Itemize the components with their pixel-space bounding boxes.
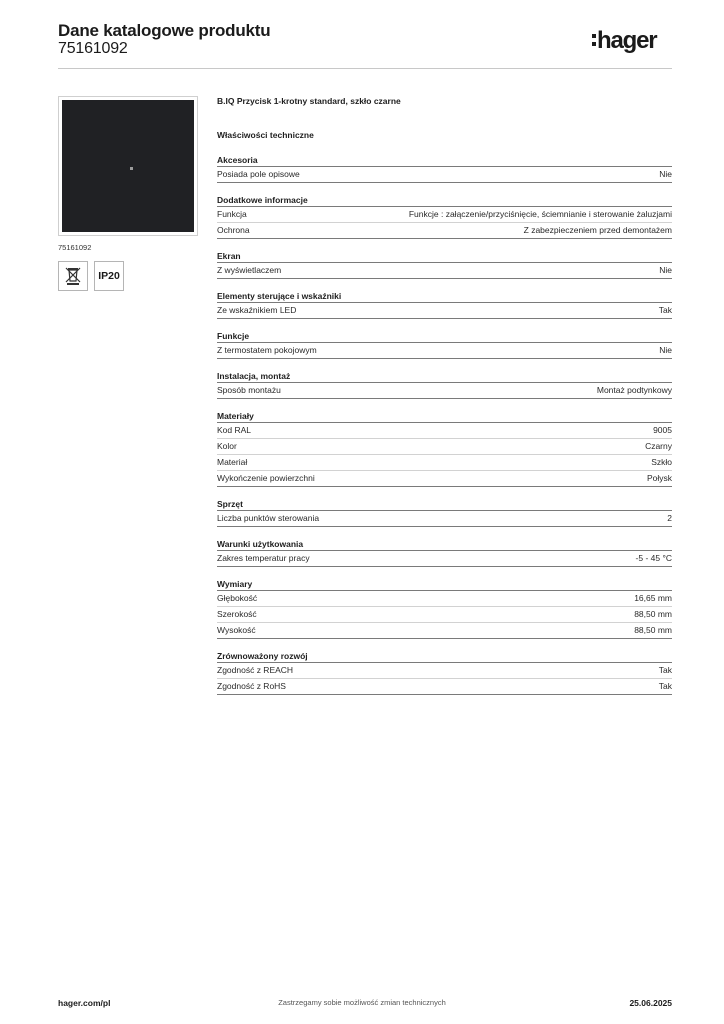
weee-crossed-bin-icon bbox=[58, 261, 88, 291]
spec-label: Ze wskaźnikiem LED bbox=[217, 305, 297, 315]
ip-rating-text: IP20 bbox=[98, 270, 120, 282]
properties-title: Właściwości techniczne bbox=[217, 130, 314, 140]
footer-notice: Zastrzegamy sobie możliwość zmian techni… bbox=[278, 998, 446, 1007]
product-image bbox=[62, 100, 194, 232]
spec-row: Funkcja Funkcje : załączenie/przyciśnięci… bbox=[217, 207, 672, 223]
section-title: Elementy sterujące i wskaźniki bbox=[217, 290, 672, 303]
spec-label: Funkcja bbox=[217, 209, 247, 219]
spec-value: Szkło bbox=[651, 457, 672, 467]
spec-row: Kod RAL 9005 bbox=[217, 423, 672, 439]
spec-value: Nie bbox=[659, 265, 672, 275]
spec-row: Kolor Czarny bbox=[217, 439, 672, 455]
spec-row: Wysokość 88,50 mm bbox=[217, 623, 672, 639]
section-title: Akcesoria bbox=[217, 154, 672, 167]
hager-logo: hager bbox=[592, 27, 676, 57]
spec-label: Z termostatem pokojowym bbox=[217, 345, 317, 355]
ip-rating-badge: IP20 bbox=[94, 261, 124, 291]
section-title: Materiały bbox=[217, 410, 672, 423]
logo-dots-icon bbox=[592, 34, 596, 50]
section-title: Ekran bbox=[217, 250, 672, 263]
spec-row: Ochrona Z zabezpieczeniem przed demontaże… bbox=[217, 223, 672, 239]
section-title: Zrównoważony rozwój bbox=[217, 650, 672, 663]
spec-value: 16,65 mm bbox=[634, 593, 672, 603]
spec-row: Szerokość 88,50 mm bbox=[217, 607, 672, 623]
product-code: 75161092 bbox=[58, 40, 128, 57]
spec-value: Tak bbox=[658, 681, 672, 691]
spec-value: 2 bbox=[667, 513, 672, 523]
spec-row: Sposób montażu Montaż podtynkowy bbox=[217, 383, 672, 399]
product-image-frame bbox=[58, 96, 198, 236]
spec-section: Funkcje Z termostatem pokojowym Nie bbox=[217, 330, 672, 359]
spec-label: Zgodność z REACH bbox=[217, 665, 294, 675]
spec-row: Wykończenie powierzchni Połysk bbox=[217, 471, 672, 487]
image-caption: 75161092 bbox=[58, 243, 92, 252]
spec-row: Posiada pole opisowe Nie bbox=[217, 167, 672, 183]
spec-value: 88,50 mm bbox=[634, 609, 672, 619]
spec-label: Kolor bbox=[217, 441, 237, 451]
footer-date: 25.06.2025 bbox=[629, 998, 672, 1008]
spec-row: Materiał Szkło bbox=[217, 455, 672, 471]
spec-label: Liczba punktów sterowania bbox=[217, 513, 320, 523]
section-title: Warunki użytkowania bbox=[217, 538, 672, 551]
section-title: Sprzęt bbox=[217, 498, 672, 511]
section-title: Funkcje bbox=[217, 330, 672, 343]
spec-label: Posiada pole opisowe bbox=[217, 169, 300, 179]
section-title: Wymiary bbox=[217, 578, 672, 591]
spec-row: Liczba punktów sterowania 2 bbox=[217, 511, 672, 527]
spec-label: Sposób montażu bbox=[217, 385, 281, 395]
spec-value: -5 - 45 °C bbox=[635, 553, 672, 563]
spec-section: Ekran Z wyświetlaczem Nie bbox=[217, 250, 672, 279]
spec-value: Nie bbox=[659, 169, 672, 179]
spec-row: Zgodność z REACH Tak bbox=[217, 663, 672, 679]
spec-value: Tak bbox=[658, 305, 672, 315]
spec-row: Z termostatem pokojowym Nie bbox=[217, 343, 672, 359]
spec-label: Materiał bbox=[217, 457, 248, 467]
section-title: Dodatkowe informacje bbox=[217, 194, 672, 207]
spec-value: Z zabezpieczeniem przed demontażem bbox=[523, 225, 672, 235]
spec-row: Ze wskaźnikiem LED Tak bbox=[217, 303, 672, 319]
spec-value: 88,50 mm bbox=[634, 625, 672, 635]
spec-row: Głębokość 16,65 mm bbox=[217, 591, 672, 607]
spec-row: Zgodność z RoHS Tak bbox=[217, 679, 672, 695]
logo-text: hager bbox=[597, 27, 658, 54]
spec-row: Zakres temperatur pracy -5 - 45 °C bbox=[217, 551, 672, 567]
spec-value: Montaż podtynkowy bbox=[596, 385, 672, 395]
spec-label: Zakres temperatur pracy bbox=[217, 553, 310, 563]
spec-value: 9005 bbox=[653, 425, 672, 435]
spec-value: Czarny bbox=[645, 441, 672, 451]
spec-value: Tak bbox=[658, 665, 672, 675]
spec-label: Kod RAL bbox=[217, 425, 252, 435]
spec-value: Nie bbox=[659, 345, 672, 355]
spec-label: Głębokość bbox=[217, 593, 258, 603]
spec-label: Z wyświetlaczem bbox=[217, 265, 282, 275]
spec-label: Ochrona bbox=[217, 225, 250, 235]
product-name: B.IQ Przycisk 1-krotny standard, szkło c… bbox=[217, 96, 401, 106]
section-title: Instalacja, montaż bbox=[217, 370, 672, 383]
product-specs: B.IQ Przycisk 1-krotny standard, szkło c… bbox=[217, 95, 672, 695]
spec-label: Szerokość bbox=[217, 609, 257, 619]
page-title: Dane katalogowe produktu bbox=[58, 21, 271, 40]
spec-row: Z wyświetlaczem Nie bbox=[217, 263, 672, 279]
spec-value: Połysk bbox=[646, 473, 672, 483]
spec-label: Wysokość bbox=[217, 625, 256, 635]
spec-value: Funkcje : załączenie/przyciśnięcie, ście… bbox=[408, 209, 672, 219]
spec-label: Zgodność z RoHS bbox=[217, 681, 286, 691]
header-divider bbox=[58, 68, 672, 69]
footer-website: hager.com/pl bbox=[58, 998, 111, 1008]
spec-label: Wykończenie powierzchni bbox=[217, 473, 315, 483]
led-indicator bbox=[130, 167, 133, 170]
